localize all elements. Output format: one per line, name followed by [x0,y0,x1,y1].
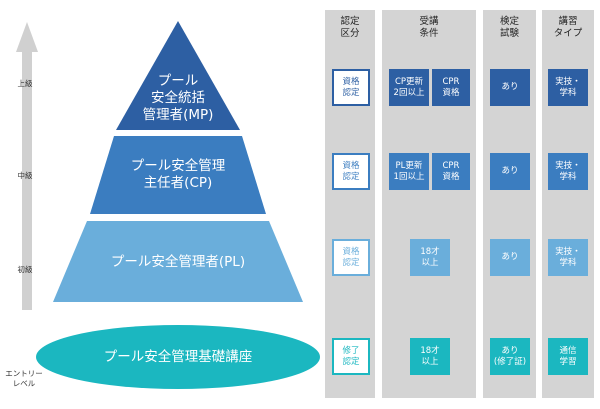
row3-exam-box: あり [490,239,530,276]
requirements-column-header: 受講 条件 [419,16,439,39]
level-entry-label: エントリー レベル [5,369,43,388]
row4-cert-box: 修了 認定 [332,338,370,375]
pyramid-top-label: プール 安全統括 管理者(MP) [142,72,214,123]
exam-column-header: 検定 試験 [499,16,519,39]
base-course-ellipse [36,325,320,389]
row4-req-box: 18才 以上 [410,338,450,375]
row2-req-cpr-box: CPR 資格 [432,153,470,190]
row2-type-box: 実技・ 学科 [548,153,588,190]
pyramid-top-tier [116,21,240,130]
row2-exam-box: あり [490,153,530,190]
level-intermediate-label: 中級 [17,171,33,180]
pyramid-bottom-tier [53,221,303,302]
row4-type-box: 通信 学習 [548,338,588,375]
level-advanced-label: 上級 [17,79,33,88]
row1-exam-box: あり [490,69,530,106]
row1-req-cpr-box: CPR 資格 [432,69,470,106]
base-course-label: プール安全管理基礎講座 [103,348,253,365]
pyramid-bottom-label: プール安全管理者(PL) [110,253,246,270]
pyramid-middle-label: プール安全管理 主任者(CP) [130,158,226,191]
course-type-column-header: 講習 タイプ [553,16,583,39]
row4-exam-box: あり (修了証) [490,338,530,375]
row1-type-box: 実技・ 学科 [548,69,588,106]
pyramid-diagram [36,21,320,389]
row2-req-renewal-box: PL更新 1回以上 [389,153,429,190]
row3-cert-box: 資格 認定 [332,239,370,276]
row3-type-box: 実技・ 学科 [548,239,588,276]
level-beginner-label: 初級 [17,265,33,274]
row1-cert-box: 資格 認定 [332,69,370,106]
row2-cert-box: 資格 認定 [332,153,370,190]
row3-req-box: 18才 以上 [410,239,450,276]
level-arrow [16,22,38,310]
pyramid-middle-tier [90,136,266,214]
row1-req-renewal-box: CP更新 2回以上 [389,69,429,106]
certification-column-header: 認定 区分 [340,16,360,39]
